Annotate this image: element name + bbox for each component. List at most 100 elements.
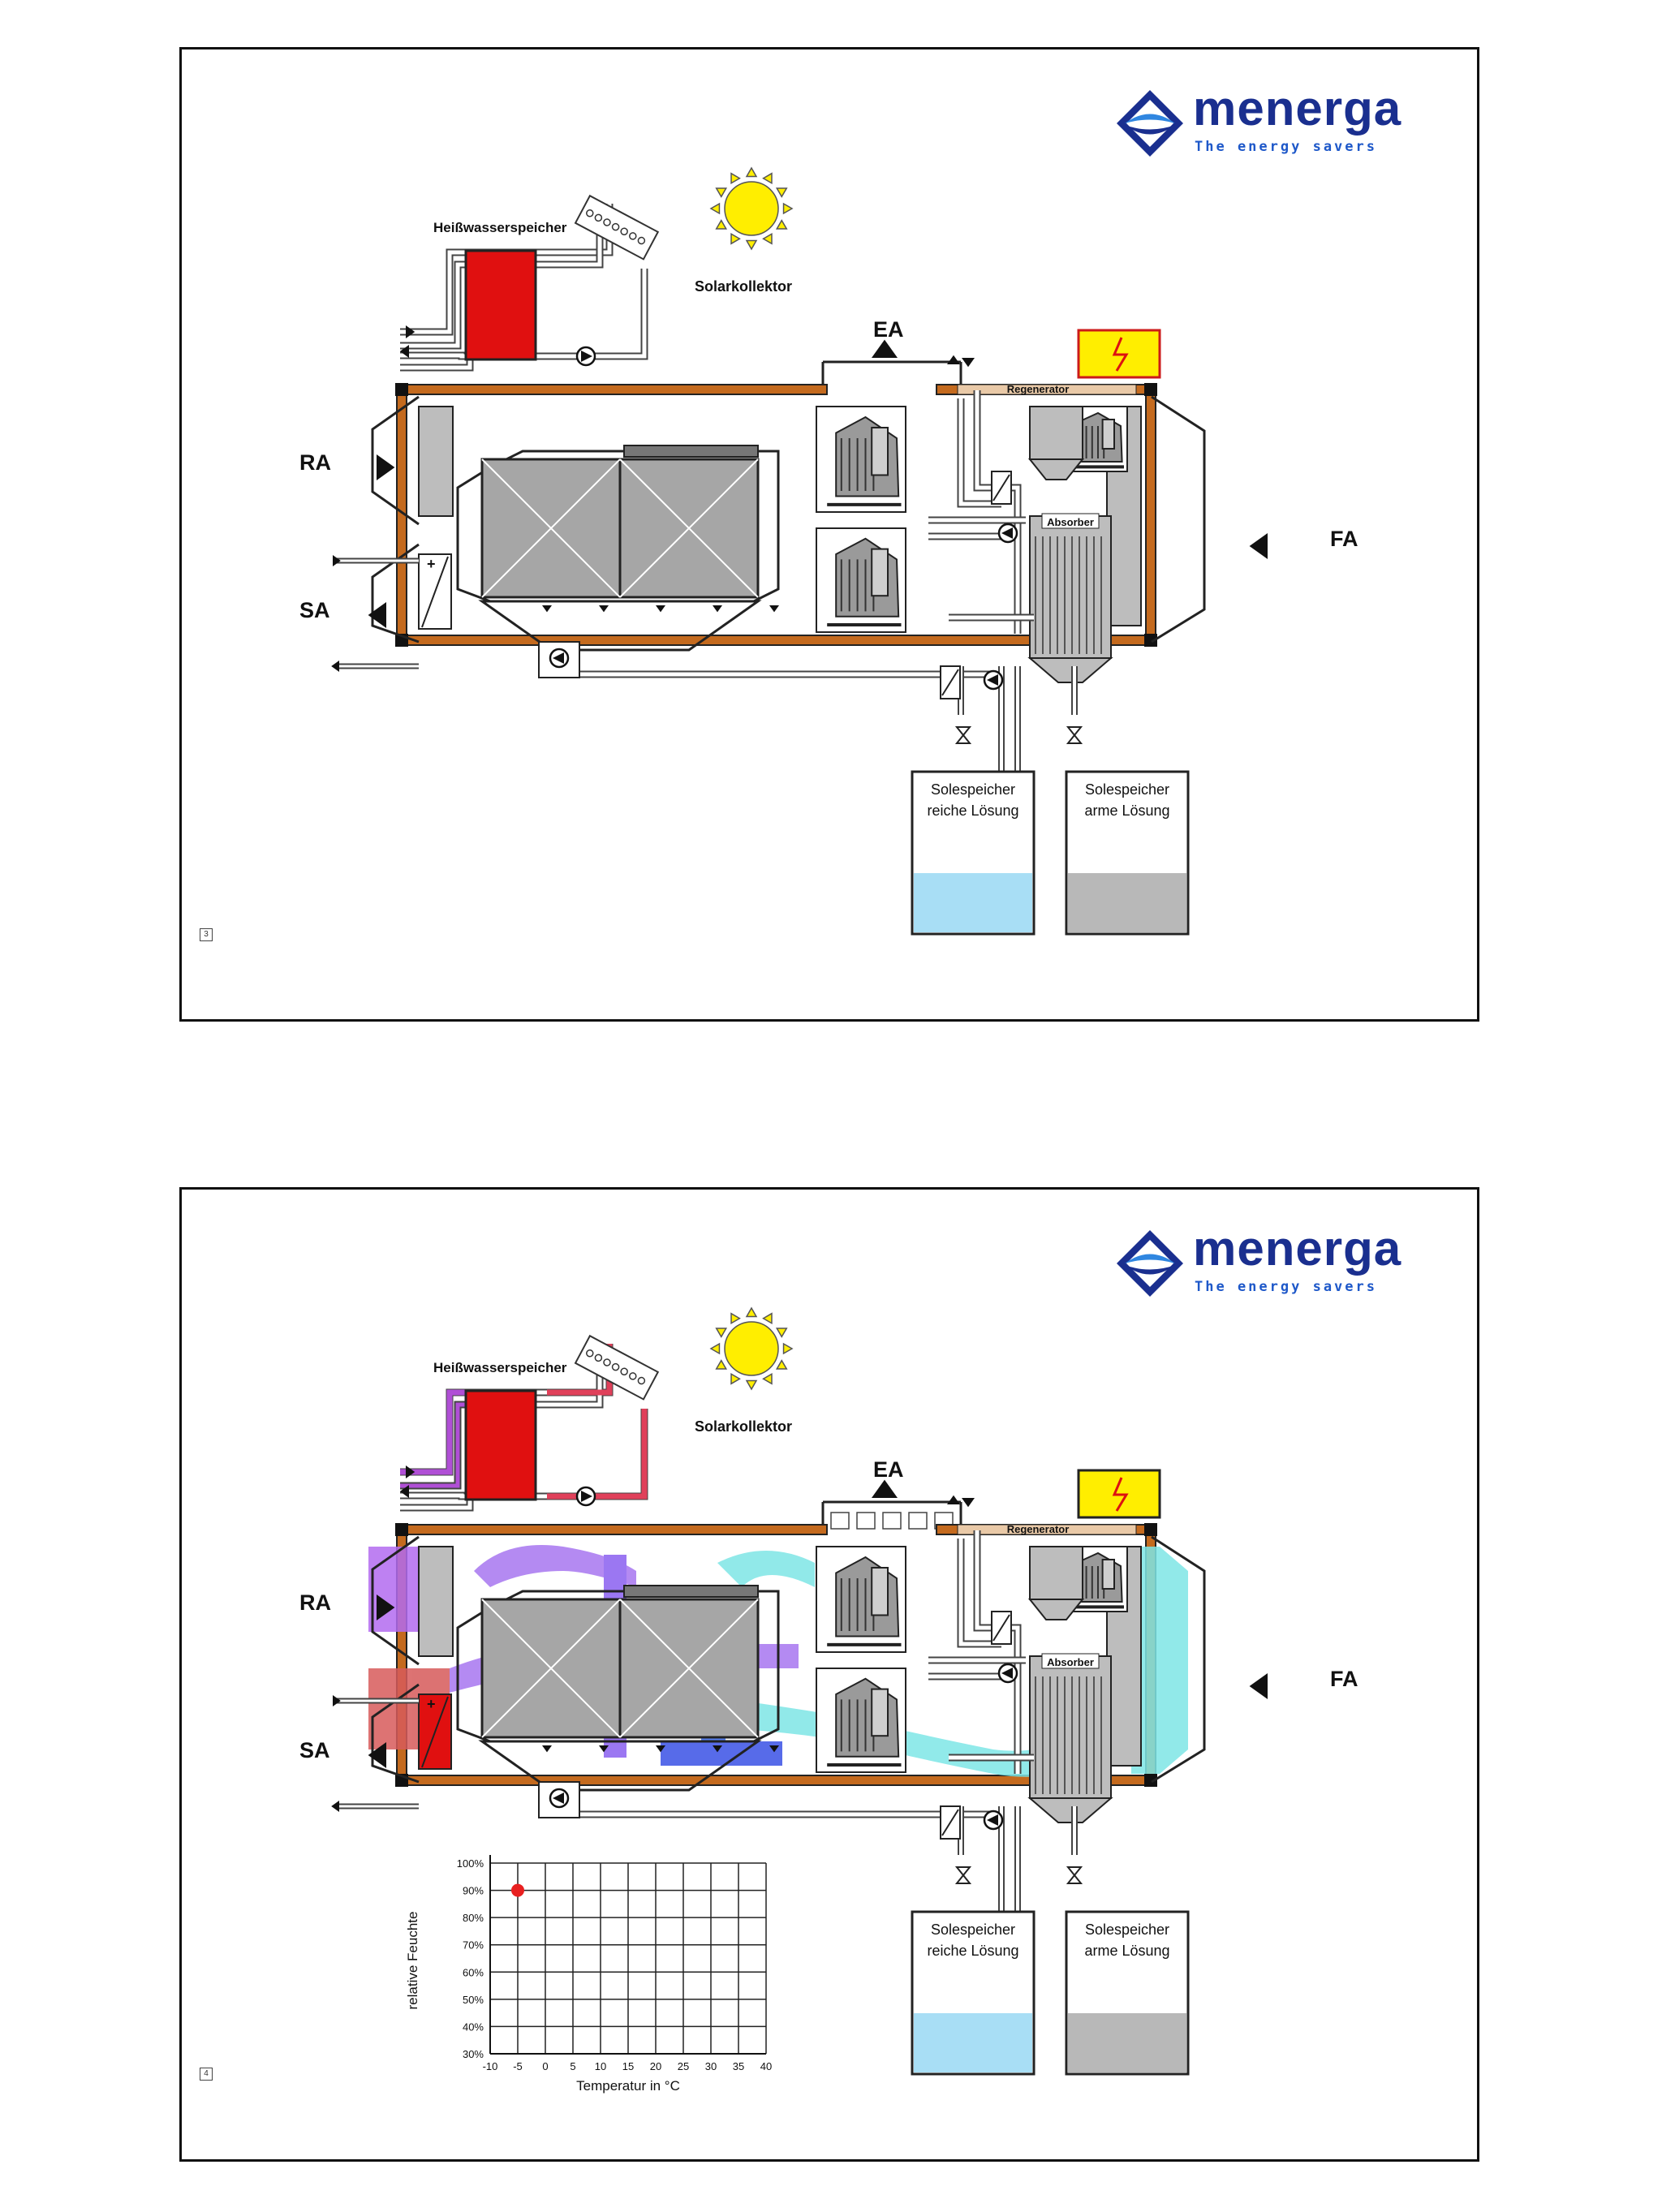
- absorber-label: Absorber: [1047, 1656, 1094, 1668]
- solar-collector-label: Solarkollektor: [695, 278, 792, 295]
- ra-hood: [371, 1535, 420, 1666]
- housing-right: [1145, 384, 1156, 646]
- ra-hood: [371, 395, 420, 526]
- shutoff-valve-icon: [1066, 1866, 1083, 1884]
- pipe-inner: [975, 1530, 1020, 1774]
- menerga-logo-icon: [1117, 1230, 1183, 1297]
- sa-label: SA: [299, 1738, 330, 1762]
- arrow-icon: [399, 1485, 409, 1498]
- arrow-icon: [947, 1495, 960, 1504]
- regenerator-label: Regenerator: [1007, 1523, 1070, 1535]
- system-diagram: HeißwasserspeicherSolarkollektorEARegene…: [299, 166, 1358, 936]
- fa-label: FA: [1330, 527, 1358, 551]
- fa-hood: [1151, 395, 1206, 643]
- arrow-icon: [333, 1695, 341, 1706]
- pipe: [543, 1792, 993, 1818]
- housing-corner: [395, 1523, 408, 1536]
- ra-label: RA: [299, 1590, 331, 1615]
- x-tick-label: 35: [733, 2060, 744, 2072]
- ea-arrow-icon: [872, 1479, 898, 1498]
- pump-icon: [983, 669, 1004, 691]
- condensate-tray: [478, 600, 762, 652]
- poor-tank-label-2: arme Lösung: [1084, 803, 1169, 819]
- arrow-icon: [713, 1745, 722, 1753]
- menerga-logo: menerga The energy savers: [1113, 1220, 1446, 1302]
- shutoff-valve-icon: [954, 1866, 972, 1884]
- logo-wordmark: menerga: [1193, 81, 1402, 136]
- pump-icon: [997, 523, 1018, 544]
- data-point: [511, 1883, 524, 1897]
- arrow-icon: [656, 605, 665, 613]
- heat-exchanger: [456, 1585, 780, 1792]
- housing-corner: [1144, 634, 1157, 647]
- sa-arrow-icon: [368, 1742, 386, 1768]
- menerga-logo: menerga The energy savers: [1113, 80, 1446, 161]
- solar-collector-icon: [574, 1334, 660, 1401]
- regenerator-strip: [957, 1524, 1137, 1535]
- absorber-unit: Absorber: [1027, 406, 1113, 683]
- sa-label: SA: [299, 598, 330, 622]
- solar-collector-label: Solarkollektor: [695, 1418, 792, 1435]
- arrow-icon: [406, 325, 416, 338]
- ra-arrow-icon: [377, 1594, 395, 1620]
- poor-tank-label-1: Solespeicher: [1085, 1922, 1169, 1938]
- logo-tagline: The energy savers: [1195, 139, 1377, 155]
- poor-tank-label-1: Solespeicher: [1085, 781, 1169, 798]
- circulation-pump-box: [538, 1781, 580, 1818]
- ea-label: EA: [873, 317, 904, 342]
- x-tick-label: 0: [542, 2060, 548, 2072]
- arrow-icon: [769, 1745, 779, 1753]
- hot-water-tank-label: Heißwasserspeicher: [433, 220, 567, 235]
- y-tick-label: 60%: [463, 1966, 484, 1978]
- rich-tank-label-2: reiche Lösung: [927, 803, 1018, 819]
- y-tick-label: 40%: [463, 2020, 484, 2033]
- housing-corner: [1144, 1774, 1157, 1787]
- pipe-inner: [958, 398, 1001, 506]
- pump-icon: [549, 1788, 570, 1809]
- fa-hood: [1151, 1535, 1206, 1784]
- hot-water-tank: [464, 1389, 537, 1501]
- housing-corner: [1144, 1523, 1157, 1536]
- spray-nozzle-bar: [623, 445, 759, 458]
- brine-storage: Solespeicher reiche Lösung Solespeicher arm…: [911, 770, 1190, 936]
- pump-icon: [549, 648, 570, 669]
- arrow-icon: [331, 661, 339, 672]
- page-number: 4: [200, 2068, 213, 2081]
- ea-arrow-icon: [872, 339, 898, 358]
- regenerator-vessel: [1029, 1546, 1083, 1600]
- x-tick-label: -5: [513, 2060, 523, 2072]
- poor-tank-label-2: arme Lösung: [1084, 1943, 1169, 1959]
- pipe-inner: [400, 360, 472, 370]
- y-axis-label: relative Feuchte: [405, 1912, 420, 2010]
- rich-tank-label-2: reiche Lösung: [927, 1943, 1018, 1959]
- condensate-tray: [478, 1740, 762, 1792]
- housing-corner: [1144, 383, 1157, 396]
- fa-arrow-icon: [1249, 1673, 1268, 1699]
- arrow-icon: [962, 1498, 975, 1508]
- page-number: 3: [200, 928, 213, 941]
- fa-label: FA: [1330, 1667, 1358, 1691]
- x-tick-label: 15: [622, 2060, 634, 2072]
- poor-solution-level: [1068, 2013, 1186, 2072]
- y-tick-label: 100%: [457, 1857, 484, 1870]
- air-handling-unit: Regenerator: [395, 329, 1161, 647]
- cold-drain-flow: [661, 1741, 782, 1766]
- logo-wordmark: menerga: [1193, 1221, 1402, 1276]
- menerga-logo-icon: [1117, 90, 1183, 157]
- pump-icon: [575, 1486, 596, 1507]
- poor-solution-level: [1068, 873, 1186, 932]
- flow-purple: [400, 1389, 466, 1475]
- pump-icon: [575, 346, 596, 367]
- logo-tagline: The energy savers: [1195, 1279, 1377, 1295]
- housing-top-left: [396, 1524, 828, 1535]
- arrow-icon: [769, 605, 779, 613]
- spray-nozzle-bar: [623, 1585, 759, 1598]
- fan-icon: [816, 1546, 906, 1653]
- rich-tank-label-1: Solespeicher: [931, 781, 1015, 798]
- arrow-icon: [962, 358, 975, 368]
- sun-icon: [709, 1306, 794, 1391]
- fan-icon: [816, 527, 906, 633]
- absorber-label: Absorber: [1047, 516, 1094, 528]
- rich-solution-level: [914, 873, 1032, 932]
